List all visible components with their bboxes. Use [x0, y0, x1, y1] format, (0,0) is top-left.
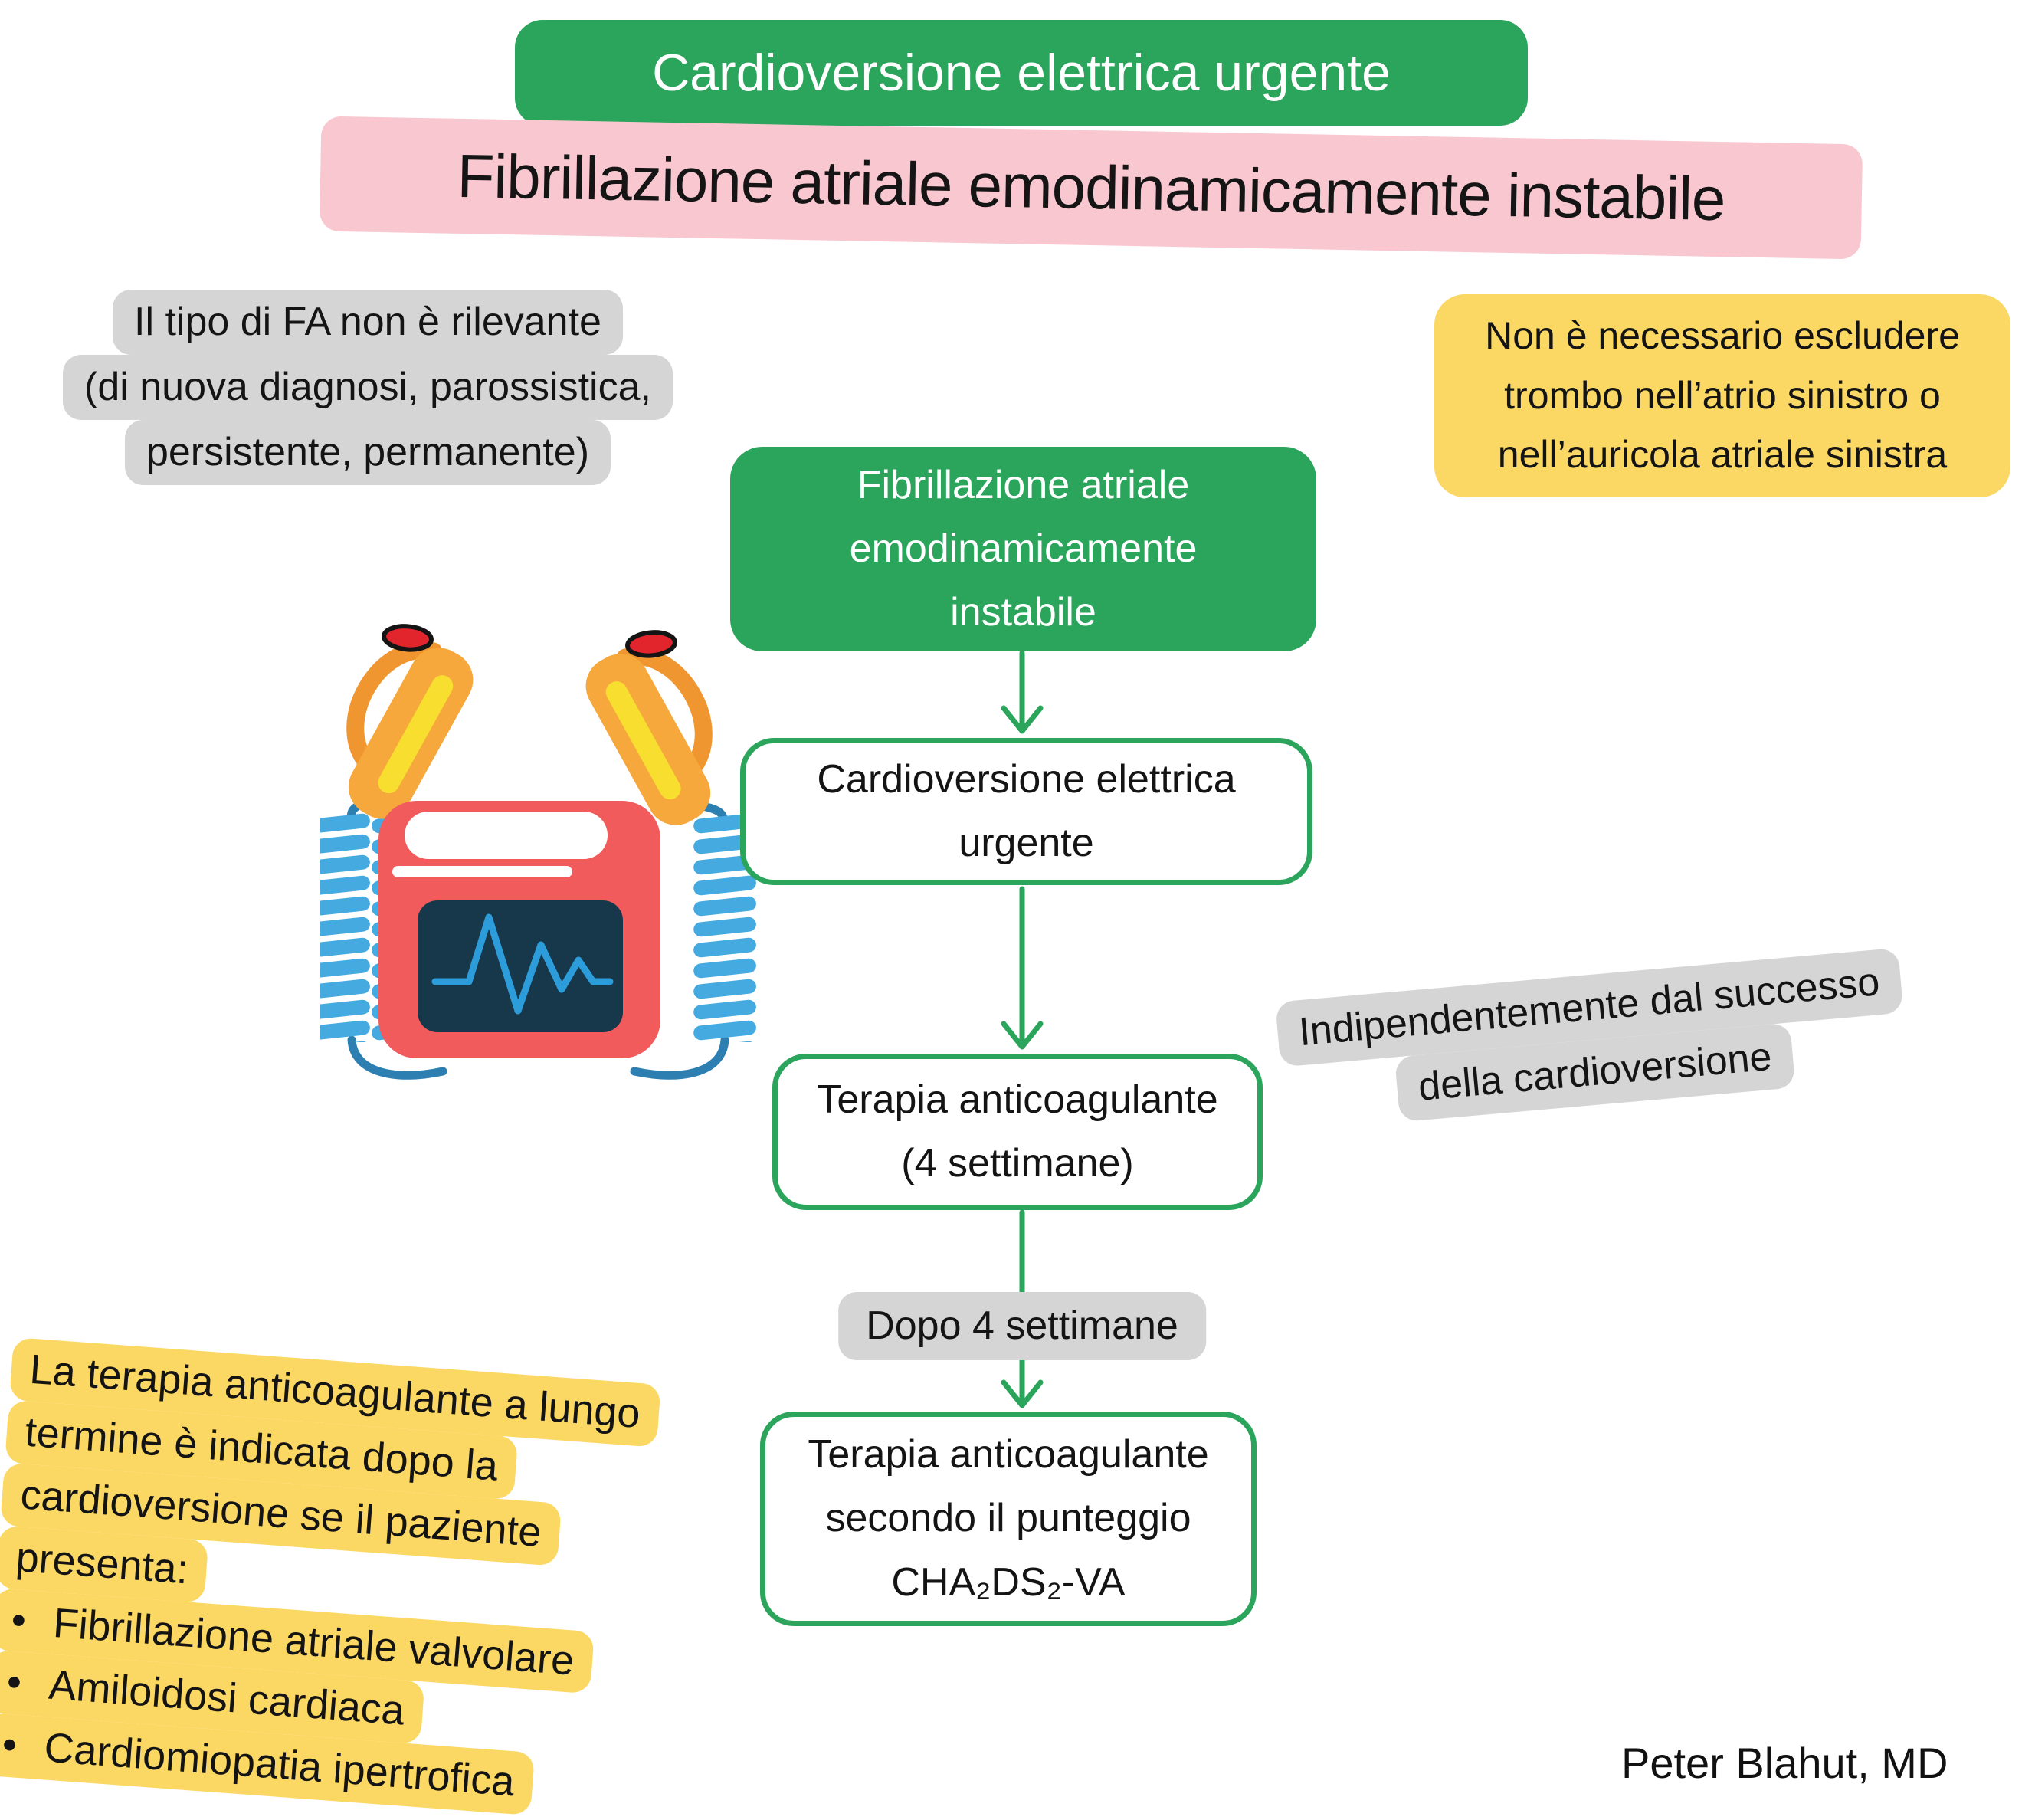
bullet-icon: •: [9, 1596, 28, 1644]
note-long-term-indications: La terapia anticoagulante a lungo termin…: [0, 1337, 824, 1820]
subtitle-text: Fibrillazione atriale emodinamicamente i…: [456, 141, 1726, 234]
bullet-icon: •: [0, 1721, 19, 1769]
edge-label-after-4-weeks: Dopo 4 settimane: [838, 1292, 1206, 1360]
flow-box-line: Cardioversione elettrica: [817, 756, 1236, 802]
flow-box-start: Fibrillazione atriale emodinamicamente i…: [730, 447, 1316, 651]
defib-coil-left: [320, 812, 385, 1042]
flow-box-line: emodinamicamente: [849, 526, 1198, 571]
note-thrombus-line: Non è necessario escludere: [1485, 314, 1960, 357]
arrow-down-icon-1: [1001, 650, 1044, 734]
title-text: Cardioversione elettrica urgente: [652, 44, 1391, 102]
flow-box-long-term: Terapia anticoagulante secondo il punteg…: [760, 1412, 1257, 1626]
note-fa-type: Il tipo di FA non è rilevante (di nuova …: [0, 290, 736, 485]
defib-handle-slot: [405, 812, 608, 859]
note-fa-line: (di nuova diagnosi, parossistica,: [63, 355, 673, 420]
edge-label-text: Dopo 4 settimane: [838, 1292, 1206, 1360]
note-cardioversion-success: Indipendentemente dal successo della car…: [1212, 943, 1971, 1138]
flow-box-line: urgente: [959, 821, 1094, 865]
note-thrombus-line: nell’auricola atriale sinistra: [1497, 433, 1948, 476]
defib-screen: [418, 900, 623, 1032]
arrow-down-icon-2: [1001, 886, 1044, 1050]
flow-box-line: secondo il punteggio: [825, 1496, 1191, 1541]
note-fa-line: Il tipo di FA non è rilevante: [113, 290, 623, 355]
note-no-thrombus: Non è necessario escludere trombo nell’a…: [1434, 294, 2010, 497]
defibrillator-icon: [320, 624, 756, 1080]
defib-paddle-right: [585, 630, 713, 825]
flow-box-line: instabile: [950, 590, 1096, 635]
flow-box-line: (4 settimane): [901, 1141, 1134, 1185]
author-signature: Peter Blahut, MD: [1621, 1739, 1948, 1787]
defib-body: [378, 801, 660, 1058]
flow-box-line: CHA₂DS₂-VA: [891, 1559, 1126, 1605]
flow-box-line: Terapia anticoagulante: [808, 1432, 1209, 1477]
bullet-icon: •: [5, 1659, 24, 1707]
title-banner: Cardioversione elettrica urgente: [515, 20, 1528, 126]
flow-box-line: Fibrillazione atriale: [857, 462, 1190, 507]
flow-box-cardioversion: Cardioversione elettrica urgente: [740, 738, 1312, 885]
note-fa-line: persistente, permanente): [124, 420, 611, 485]
defib-paddle-left: [346, 624, 474, 819]
subtitle-banner: Fibrillazione atriale emodinamicamente i…: [319, 116, 1863, 260]
flow-box-line: Terapia anticoagulante: [817, 1077, 1218, 1122]
ecg-trace-icon: [431, 913, 614, 1015]
note-thrombus-line: trombo nell’atrio sinistro o: [1504, 373, 1941, 417]
flow-box-anticoagulation: Terapia anticoagulante (4 settimane): [772, 1054, 1263, 1210]
